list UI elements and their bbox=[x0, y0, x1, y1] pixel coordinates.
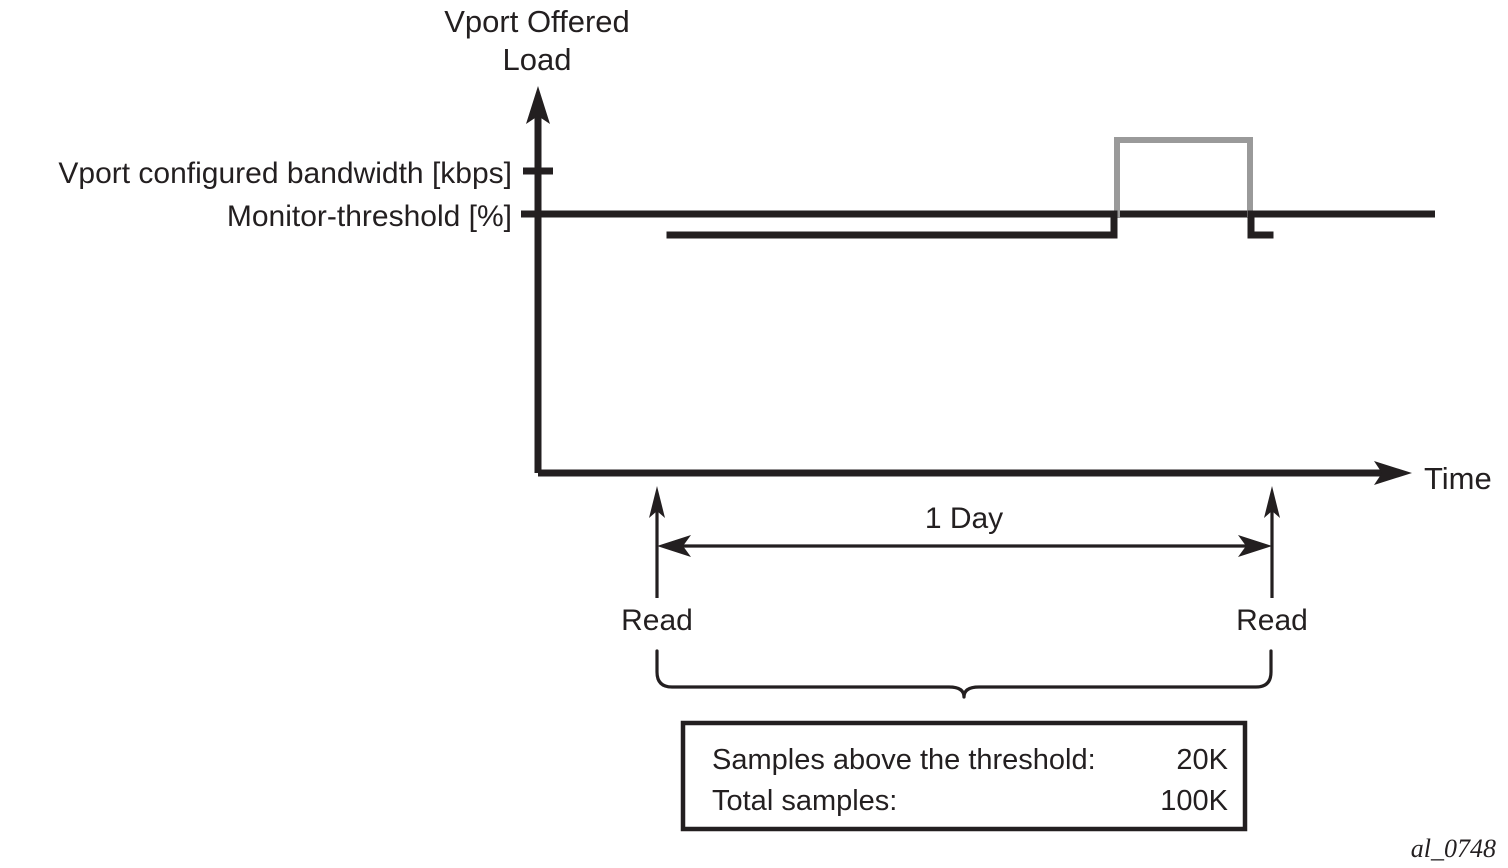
monitor-threshold-group: Monitor-threshold [%] bbox=[227, 200, 1435, 233]
figure-id-label: al_0748 bbox=[1411, 834, 1496, 863]
summary-box: Samples above the threshold: 20K Total s… bbox=[680, 720, 1248, 832]
read-marker-end-arrowhead bbox=[1264, 486, 1280, 518]
tick-vport-configured-bandwidth: Vport configured bandwidth [kbps] bbox=[58, 157, 553, 190]
read-marker-end-label: Read bbox=[1236, 604, 1308, 637]
interval-span-label: 1 Day bbox=[925, 502, 1003, 535]
read-marker-start-arrowhead bbox=[649, 486, 665, 518]
y-axis-group bbox=[526, 86, 550, 473]
interval-span-left-arrowhead bbox=[657, 535, 691, 557]
summary-row-1-label: Total samples: bbox=[712, 785, 897, 817]
summary-box-border bbox=[680, 720, 1248, 832]
offered-load-burst-above-threshold bbox=[1114, 137, 1253, 217]
y-axis-arrowhead bbox=[526, 86, 550, 124]
x-axis-title: Time bbox=[1424, 461, 1492, 496]
monitor-threshold-label: Monitor-threshold [%] bbox=[227, 200, 512, 233]
summary-brace bbox=[655, 649, 1273, 699]
y-axis-title-line2: Load bbox=[503, 42, 572, 77]
x-axis-arrowhead bbox=[1374, 461, 1412, 485]
summary-row-0-value: 20K bbox=[1176, 744, 1228, 776]
vport-configured-bandwidth-label: Vport configured bandwidth [kbps] bbox=[58, 157, 512, 190]
offered-load-trace bbox=[666, 210, 1274, 239]
x-axis-group bbox=[538, 461, 1412, 485]
read-marker-start: Read bbox=[621, 486, 693, 637]
interval-span-right-arrowhead bbox=[1238, 535, 1272, 557]
read-marker-start-label: Read bbox=[621, 604, 693, 637]
y-axis-title-line1: Vport Offered bbox=[444, 4, 630, 39]
read-marker-end: Read bbox=[1236, 486, 1308, 637]
summary-row-0-label: Samples above the threshold: bbox=[712, 744, 1096, 776]
interval-span-arrow: 1 Day bbox=[657, 502, 1272, 557]
summary-row-1-value: 100K bbox=[1160, 785, 1228, 817]
